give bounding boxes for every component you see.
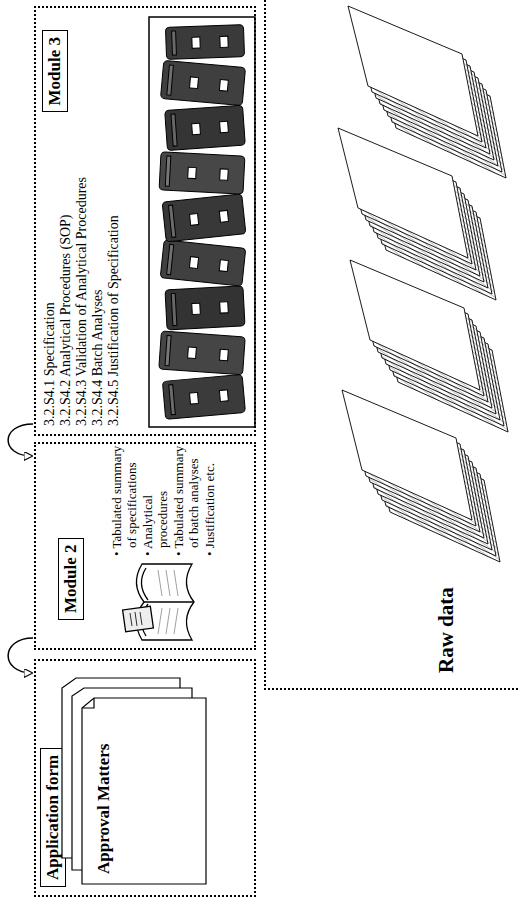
- bullet-item: • Justification etc.: [203, 444, 218, 556]
- bullet-item: • Tabulated summary of batch analyses: [172, 444, 201, 556]
- raw-data-label: Raw data: [434, 584, 459, 676]
- bullet-item: • Tabulated summary of specifications: [110, 444, 139, 556]
- bullet-list: • Tabulated summary of specifications• A…: [110, 444, 220, 556]
- bullet-item: • Analytical procedures: [141, 444, 170, 556]
- module-heading: Module 2: [58, 538, 84, 620]
- document-outline: [60, 676, 210, 888]
- book-icon: [118, 560, 198, 644]
- paper-stacks: [300, 4, 514, 572]
- section-item: 3.2.S4.2 Analytical Procedures (SOP): [58, 136, 74, 426]
- application-panel: Application formApproval Matters: [34, 659, 256, 897]
- section-item: 3.2.S4.1 Specification: [42, 136, 58, 426]
- module-panel: Module 2 • Tabulated summary of specifica…: [34, 442, 256, 650]
- section-item: 3.2.S4.4 Batch Analyses: [90, 136, 106, 426]
- section-item: 3.2.S4.5 Justification of Specification: [106, 136, 122, 426]
- section-list: 3.2.S4.1 Specification3.2.S4.2 Analytica…: [42, 136, 122, 426]
- curved-arrow: [8, 638, 33, 673]
- section-item: 3.2.S4.3 Validation of Analytical Proced…: [74, 136, 90, 426]
- document-stack: Approval Matters: [60, 676, 210, 888]
- module-panel: Module 3 3.2.S4.1 Specification3.2.S4.2 A…: [34, 6, 256, 436]
- document-label: Approval Matters: [94, 724, 114, 874]
- module-heading: Module 3: [42, 30, 68, 112]
- binders-illustration: [148, 16, 256, 428]
- raw-data-panel: Raw data: [264, 0, 518, 690]
- curved-arrow: [8, 424, 33, 456]
